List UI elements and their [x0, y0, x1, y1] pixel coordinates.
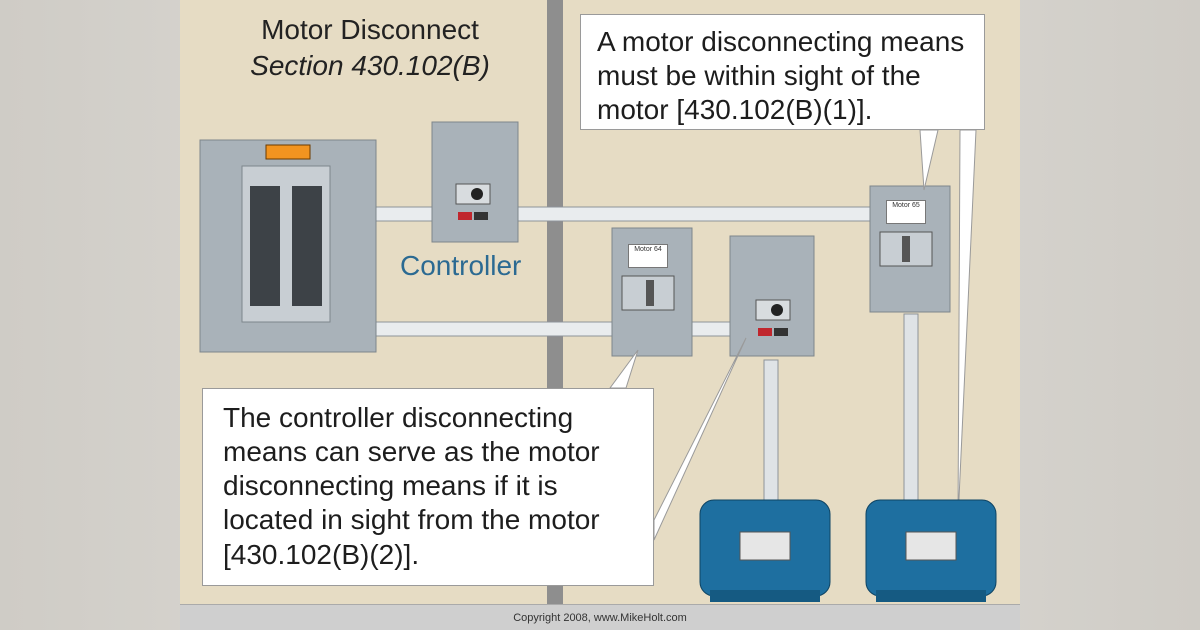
controller-upper [431, 121, 519, 243]
motor-label-right: Motor 65 [886, 200, 926, 224]
flex-conduit-left [763, 359, 779, 501]
motor-left [699, 499, 831, 602]
callout-pointer-top-1 [919, 129, 939, 191]
callout-within-sight: A motor disconnecting means must be with… [580, 14, 985, 130]
diagram-scene [199, 0, 997, 604]
flex-conduit-right [903, 313, 919, 501]
copyright-footer: Copyright 2008, www.MikeHolt.com [180, 604, 1020, 630]
panelboard [199, 139, 377, 353]
callout-pointer-bottom-2 [653, 337, 747, 541]
motor-label-left: Motor 64 [628, 244, 668, 268]
motor-right [865, 499, 997, 602]
illustration: Motor Disconnect Section 430.102(B) Cont… [180, 0, 1020, 630]
callout-pointer-top-2 [957, 129, 977, 521]
controller-lower [729, 235, 815, 357]
controller-label: Controller [400, 250, 522, 281]
title-line-2: Section 430.102(B) [250, 50, 490, 81]
title-line-1: Motor Disconnect [261, 14, 479, 45]
callout-controller-disconnect: The controller disconnecting means can s… [202, 388, 654, 586]
conduit-top [375, 206, 877, 222]
